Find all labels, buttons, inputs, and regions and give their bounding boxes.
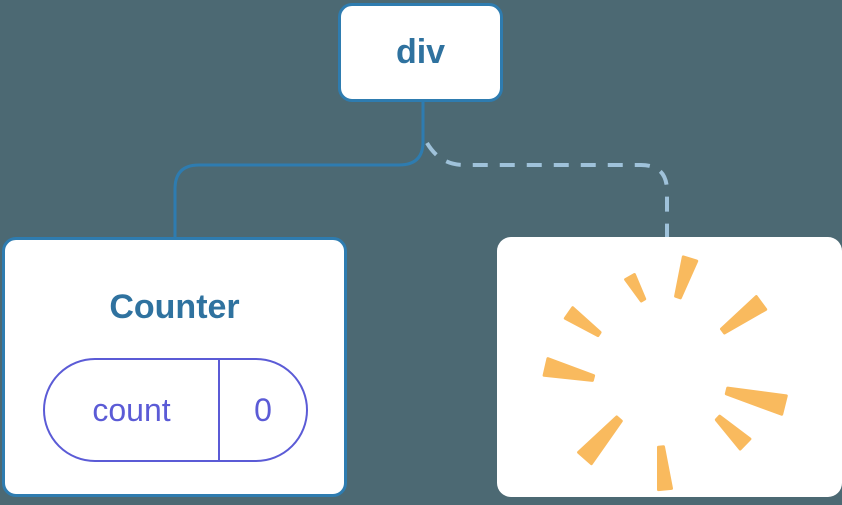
- state-key-label: count: [92, 391, 171, 428]
- root-node-label: div: [395, 33, 446, 71]
- state-pill-divider: [218, 360, 220, 460]
- state-value-label: 0: [254, 391, 272, 428]
- edge-root-to-counter: [173, 102, 425, 237]
- state-pill: count 0: [43, 358, 308, 462]
- edge-root-to-removed-dashed: [425, 141, 669, 237]
- poof-burst-icon: [542, 255, 788, 492]
- counter-node-title: Counter: [109, 288, 240, 326]
- root-node: div: [338, 3, 503, 102]
- unmounted-node: [497, 237, 842, 497]
- counter-node: Counter count 0: [2, 237, 347, 497]
- poof-burst-rays: [542, 255, 788, 492]
